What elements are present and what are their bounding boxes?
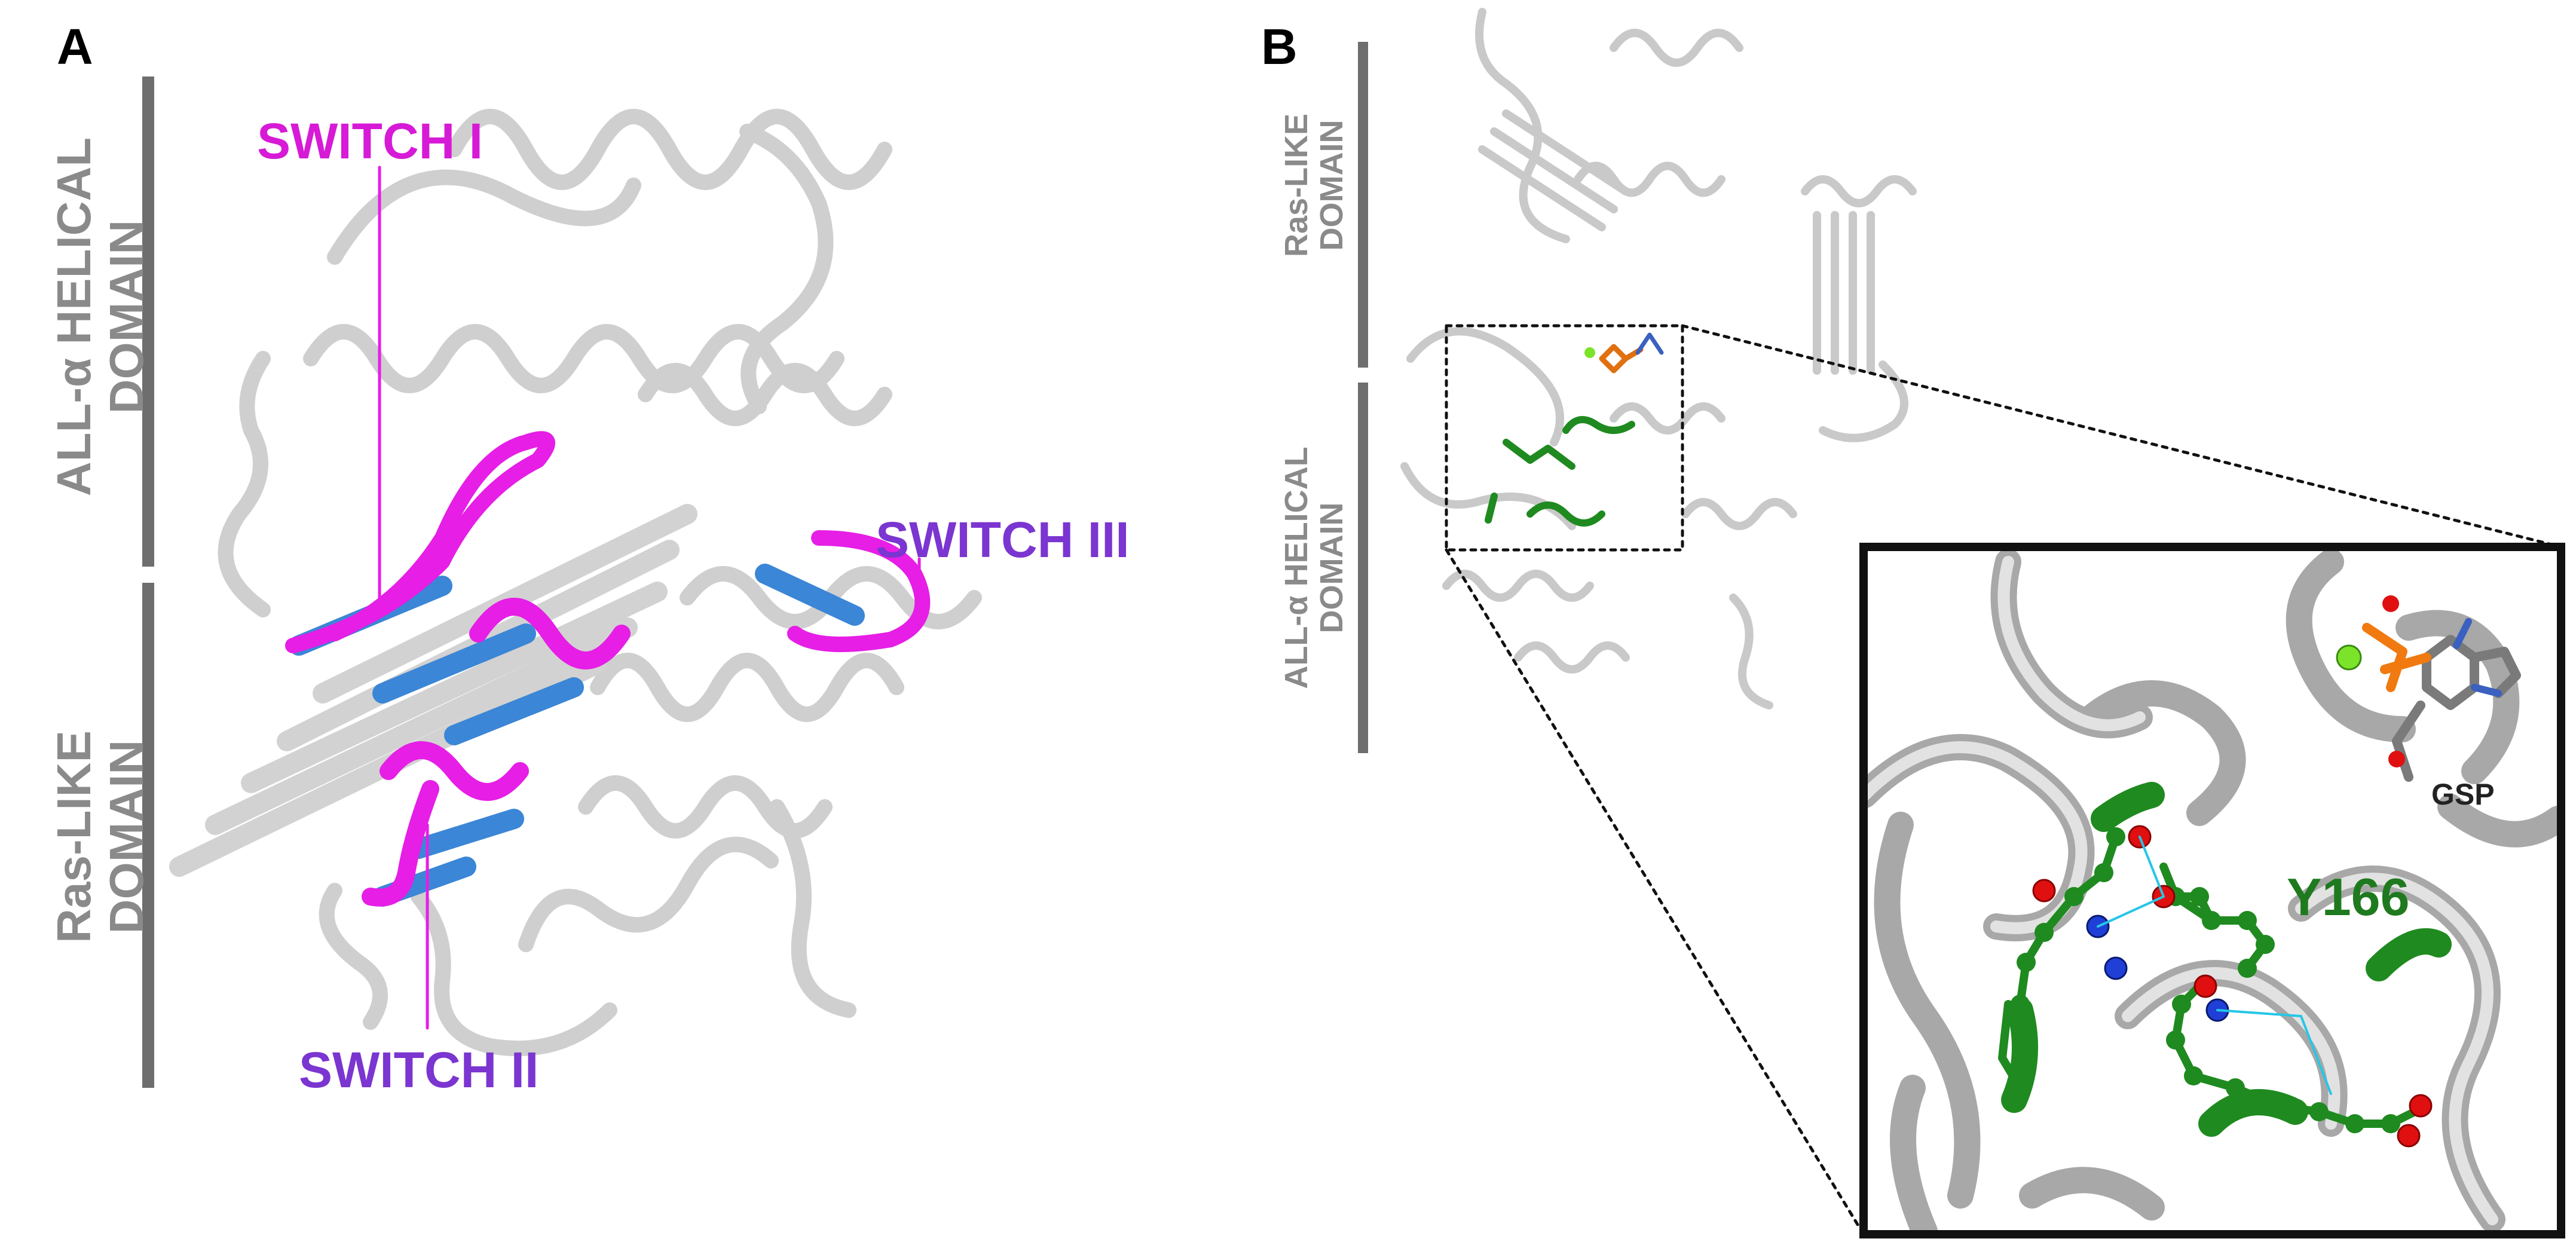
ligand-label: GSP (2431, 778, 2495, 811)
switch-3-label: SWITCH III (876, 512, 1130, 568)
panel-b-ras-domain-bar (1358, 42, 1368, 368)
panel-a-helical-domain-bar (142, 77, 154, 567)
panel-a-switch-3-loop (787, 530, 931, 652)
panel-a-letter: A (57, 19, 93, 75)
zoom-inset-frame (1859, 543, 2565, 1238)
panel-a-switch-1-loop (285, 431, 555, 653)
zoom-line-top (1681, 324, 2563, 549)
switch-1-label: SWITCH I (257, 113, 483, 169)
panel-b-overview-residues (1485, 416, 1635, 527)
panel-b-overview-protein (1400, 8, 1917, 709)
inset-mg-ion (2336, 644, 2362, 671)
zoom-line-bottom (1445, 548, 1865, 1236)
panel-a-leader-lines (378, 166, 921, 1030)
inset-hydrogen-bonds (2097, 836, 2332, 1095)
zoom-inset (1859, 543, 2565, 1238)
panel-a-switch-2-helix (362, 598, 631, 907)
switch-2-label: SWITCH II (299, 1042, 539, 1098)
panel-b-letter: B (1261, 19, 1298, 75)
panel-b-overview-ligand (1599, 344, 1644, 374)
residue-label: Y166 (2287, 867, 2410, 926)
inset-oxygen-atoms (2032, 825, 2433, 1148)
panel-b-overview-mg-ion (1584, 347, 1595, 358)
panel-b-helical-domain-bar (1358, 383, 1368, 753)
panel-b-selection-box (1445, 324, 1684, 552)
panel-a-ras-domain-bar (142, 583, 154, 1088)
